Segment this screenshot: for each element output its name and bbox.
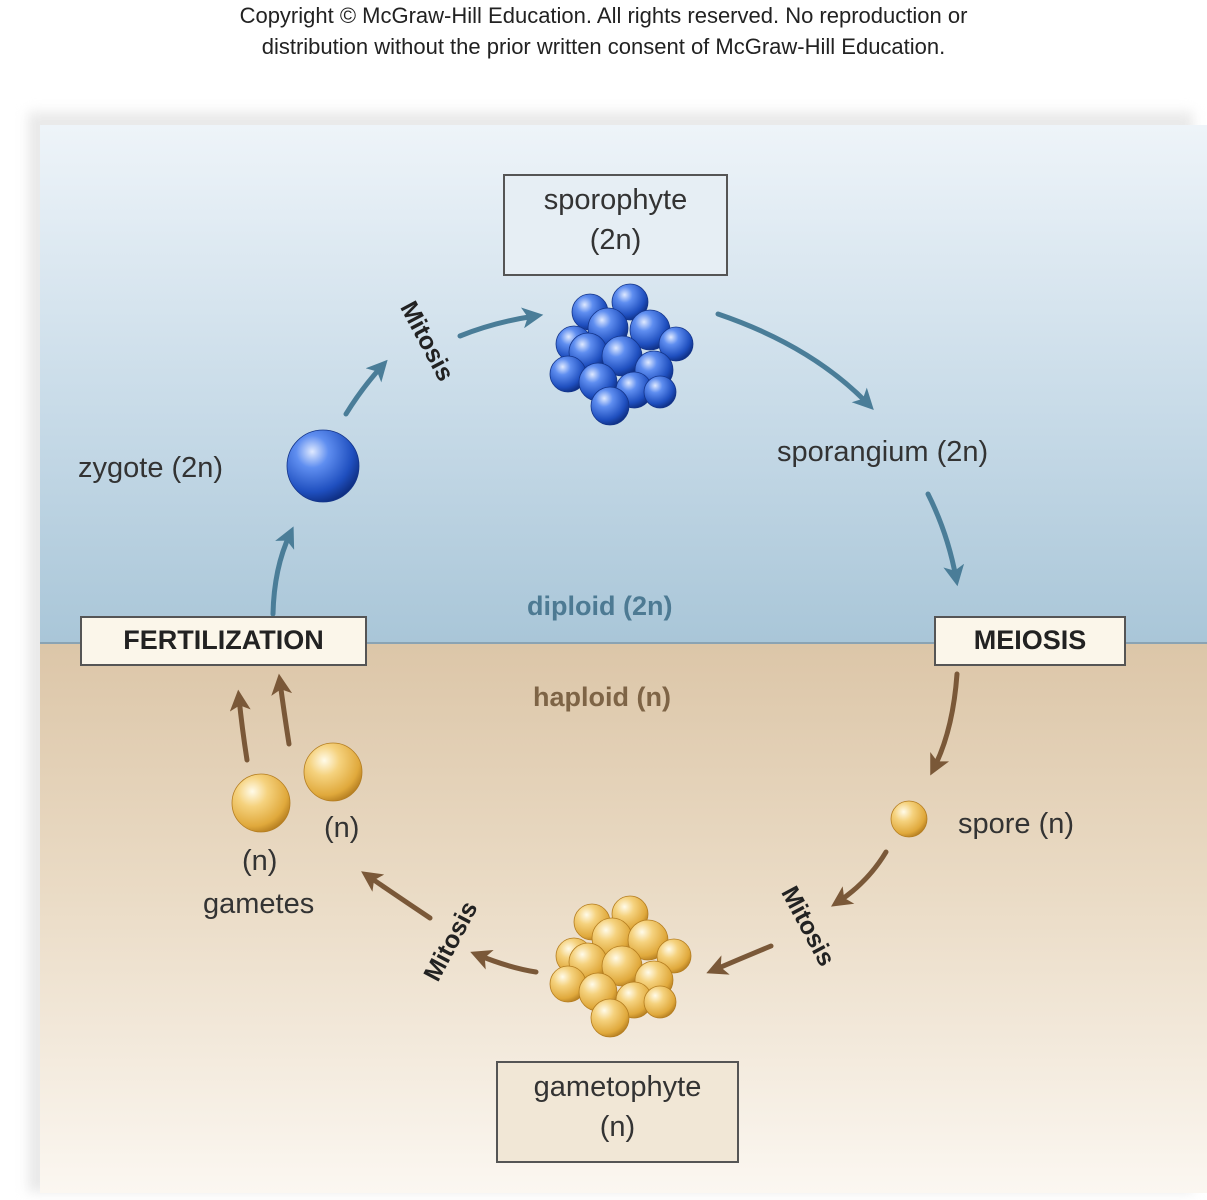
arrow-gametophyte-to-mitosis	[470, 950, 539, 975]
spore-label: spore (n)	[958, 808, 1075, 840]
gametophyte-label-box: gametophyte (n)	[496, 1061, 739, 1163]
arrow-sporangium-to-meiosis	[925, 491, 965, 587]
arrow-zygote-to-mitosis	[343, 359, 388, 417]
arrow-meiosis-to-spore	[930, 671, 960, 776]
arrow-gamete-b-to-fertilization	[271, 673, 293, 747]
arrow-fertilization-to-zygote	[270, 526, 295, 617]
gametophyte-ploidy: (n)	[599, 1111, 636, 1143]
diploid-arrows	[270, 307, 965, 617]
copyright-line-1: Copyright © McGraw-Hill Education. All r…	[239, 3, 968, 28]
gamete-ploidy-label-b: (n)	[324, 812, 360, 844]
arrow-spore-to-mitosis	[831, 849, 889, 907]
copyright-line-2: distribution without the prior written c…	[261, 34, 946, 59]
sporophyte-label-box: sporophyte (2n)	[503, 174, 728, 276]
arrow-mitosis-to-gametes	[361, 871, 433, 921]
meiosis-label-box: MEIOSIS	[934, 616, 1126, 666]
arrow-gamete-a-to-fertilization	[229, 689, 251, 763]
zygote-cell	[286, 429, 360, 503]
label-mitosis-top: Mitosis	[394, 297, 459, 386]
gamete-cell-a	[231, 773, 291, 833]
spore-cell	[890, 800, 928, 838]
haploid-zone-label: haploid (n)	[533, 682, 671, 712]
gametophyte-cell-cluster	[549, 895, 692, 1038]
gametophyte-name: gametophyte	[533, 1071, 702, 1103]
zygote-label: zygote (2n)	[78, 452, 224, 484]
ploidy-boundary-line	[40, 642, 1207, 644]
sporophyte-name: sporophyte	[543, 184, 688, 216]
arrow-mitosis-to-sporophyte	[457, 307, 544, 339]
haploid-arrows	[229, 671, 960, 975]
diploid-zone-label: diploid (2n)	[527, 591, 673, 621]
gametes-label: gametes	[203, 888, 315, 920]
gamete-cell-b	[303, 742, 363, 802]
arrow-sporophyte-to-sporangium	[715, 311, 874, 411]
arrow-mitosis-to-gametophyte	[706, 943, 774, 975]
sporangium-label: sporangium (2n)	[777, 436, 989, 468]
fertilization-label-box: FERTILIZATION	[80, 616, 367, 666]
label-mitosis-left: Mitosis	[418, 897, 483, 986]
sporophyte-ploidy: (2n)	[589, 224, 642, 256]
sporophyte-cell-cluster	[549, 283, 694, 426]
copyright-notice: Copyright © McGraw-Hill Education. All r…	[0, 0, 1207, 62]
label-mitosis-right: Mitosis	[775, 882, 840, 971]
gamete-ploidy-label-a: (n)	[242, 845, 278, 877]
